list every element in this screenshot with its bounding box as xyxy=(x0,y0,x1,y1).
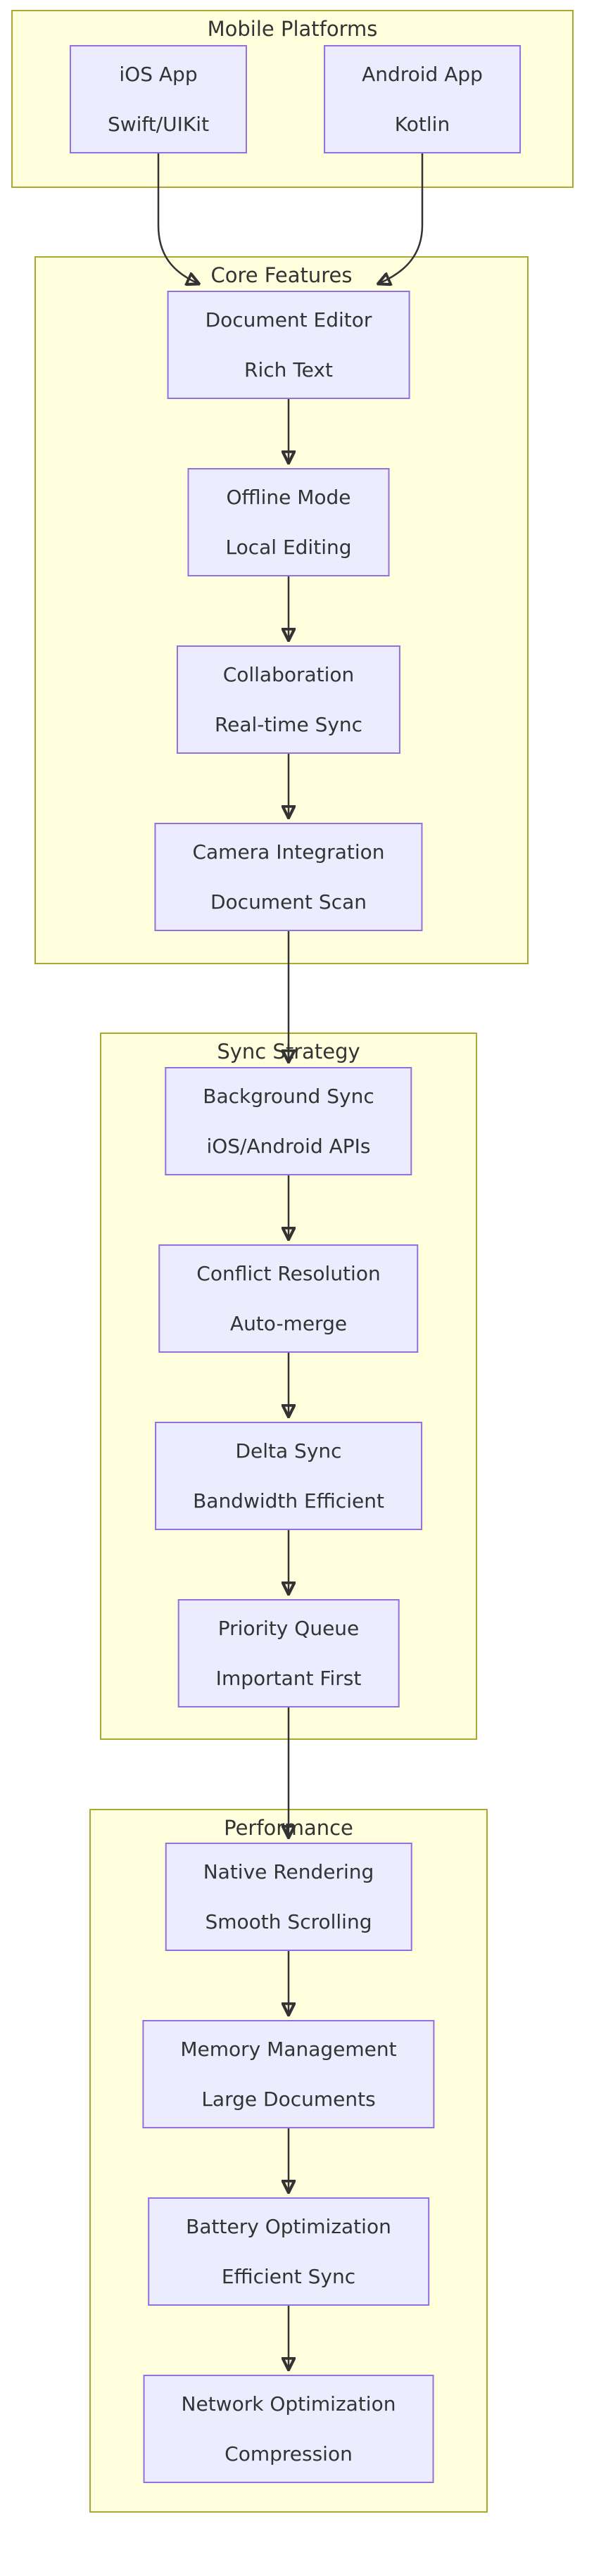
node-native-rendering: Native Rendering Smooth Scrolling xyxy=(165,1843,412,1951)
node-native-rendering-subtitle: Smooth Scrolling xyxy=(205,1910,372,1933)
node-offline-mode: Offline Mode Local Editing xyxy=(187,468,390,576)
node-battery-optimization: Battery Optimization Efficient Sync xyxy=(148,2197,429,2306)
node-document-editor-title: Document Editor xyxy=(205,308,372,332)
node-collaboration: Collaboration Real-time Sync xyxy=(176,645,401,754)
node-android-app: Android App Kotlin xyxy=(324,45,521,153)
node-network-optimization: Network Optimization Compression xyxy=(143,2375,434,2483)
node-priority-queue-subtitle: Important First xyxy=(215,1667,362,1690)
node-camera-integration-title: Camera Integration xyxy=(192,840,385,864)
node-network-optimization-subtitle: Compression xyxy=(225,2442,353,2465)
group-label-core-features: Core Features xyxy=(210,263,353,287)
node-priority-queue: Priority Queue Important First xyxy=(177,1599,400,1707)
node-conflict-resolution: Conflict Resolution Auto-merge xyxy=(158,1244,419,1353)
node-background-sync: Background Sync iOS/Android APIs xyxy=(165,1067,412,1175)
node-memory-management-subtitle: Large Documents xyxy=(201,2088,376,2111)
node-delta-sync-subtitle: Bandwidth Efficient xyxy=(193,1489,384,1513)
node-memory-management: Memory Management Large Documents xyxy=(142,2020,435,2128)
node-ios-app: iOS App Swift/UIKit xyxy=(69,45,248,153)
node-conflict-resolution-title: Conflict Resolution xyxy=(196,1262,381,1285)
node-collaboration-subtitle: Real-time Sync xyxy=(214,713,363,736)
node-android-app-title: Android App xyxy=(362,63,483,86)
node-collaboration-title: Collaboration xyxy=(222,663,355,686)
node-camera-integration-subtitle: Document Scan xyxy=(210,890,367,914)
node-delta-sync-title: Delta Sync xyxy=(235,1439,342,1463)
node-delta-sync: Delta Sync Bandwidth Efficient xyxy=(155,1422,422,1530)
group-label-mobile-platforms: Mobile Platforms xyxy=(207,17,378,41)
edge-android-to-document-editor xyxy=(380,153,424,283)
node-memory-management-title: Memory Management xyxy=(180,2038,397,2061)
node-document-editor: Document Editor Rich Text xyxy=(167,291,410,399)
node-conflict-resolution-subtitle: Auto-merge xyxy=(229,1312,348,1335)
node-background-sync-title: Background Sync xyxy=(203,1085,374,1108)
node-offline-mode-title: Offline Mode xyxy=(226,486,351,509)
node-battery-optimization-title: Battery Optimization xyxy=(186,2215,391,2238)
node-network-optimization-title: Network Optimization xyxy=(181,2392,396,2416)
node-ios-app-title: iOS App xyxy=(119,63,198,86)
edge-ios-to-document-editor xyxy=(157,153,197,283)
node-background-sync-subtitle: iOS/Android APIs xyxy=(206,1135,371,1158)
node-native-rendering-title: Native Rendering xyxy=(203,1860,374,1883)
node-android-app-subtitle: Kotlin xyxy=(394,113,450,136)
node-priority-queue-title: Priority Queue xyxy=(217,1617,360,1640)
node-ios-app-subtitle: Swift/UIKit xyxy=(107,113,210,136)
node-offline-mode-subtitle: Local Editing xyxy=(225,536,352,559)
node-battery-optimization-subtitle: Efficient Sync xyxy=(221,2265,356,2288)
node-camera-integration: Camera Integration Document Scan xyxy=(154,823,423,931)
node-document-editor-subtitle: Rich Text xyxy=(244,358,333,381)
